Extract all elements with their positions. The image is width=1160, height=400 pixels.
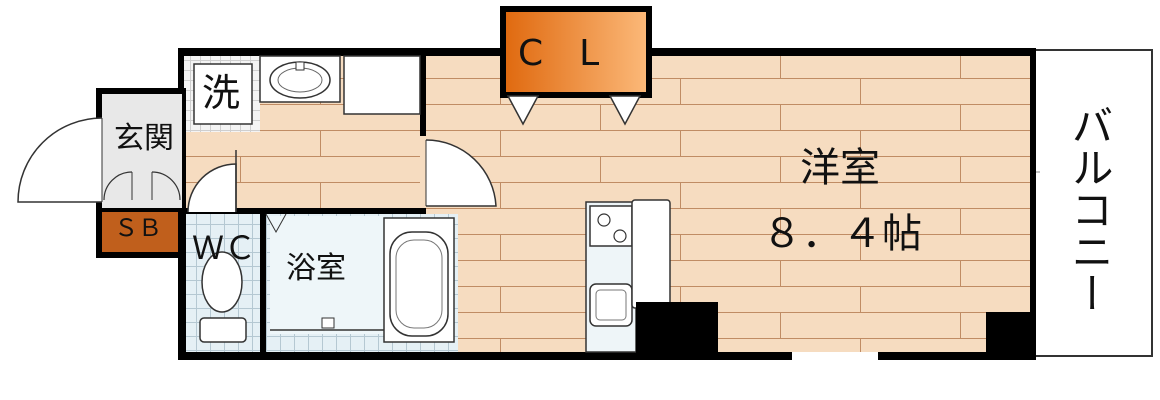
washroom-label: 洗 <box>202 71 241 115</box>
balcony-label: バルコニー <box>1065 104 1114 314</box>
western-room-size: ８．４帖 <box>762 211 922 257</box>
pillar <box>986 312 1034 358</box>
closet-label: C L <box>518 33 600 74</box>
wash-basin <box>259 55 341 103</box>
shoe-box <box>102 212 178 252</box>
kitchen <box>585 199 671 353</box>
toilet-room <box>186 150 260 352</box>
western-room-label: 洋室 <box>800 145 880 191</box>
pillar <box>636 302 718 358</box>
bathroom <box>265 213 458 352</box>
room-door <box>420 136 497 208</box>
bathroom-label: 浴室 <box>286 251 346 286</box>
window <box>792 352 878 360</box>
toilet-label: ＷＣ <box>192 229 257 267</box>
washing-machine-space <box>343 55 421 115</box>
closet <box>500 6 652 126</box>
shoe-box-label: ＳＢ <box>114 214 162 242</box>
entrance-label: 玄関 <box>114 121 174 156</box>
washroom-label-box <box>193 63 253 125</box>
